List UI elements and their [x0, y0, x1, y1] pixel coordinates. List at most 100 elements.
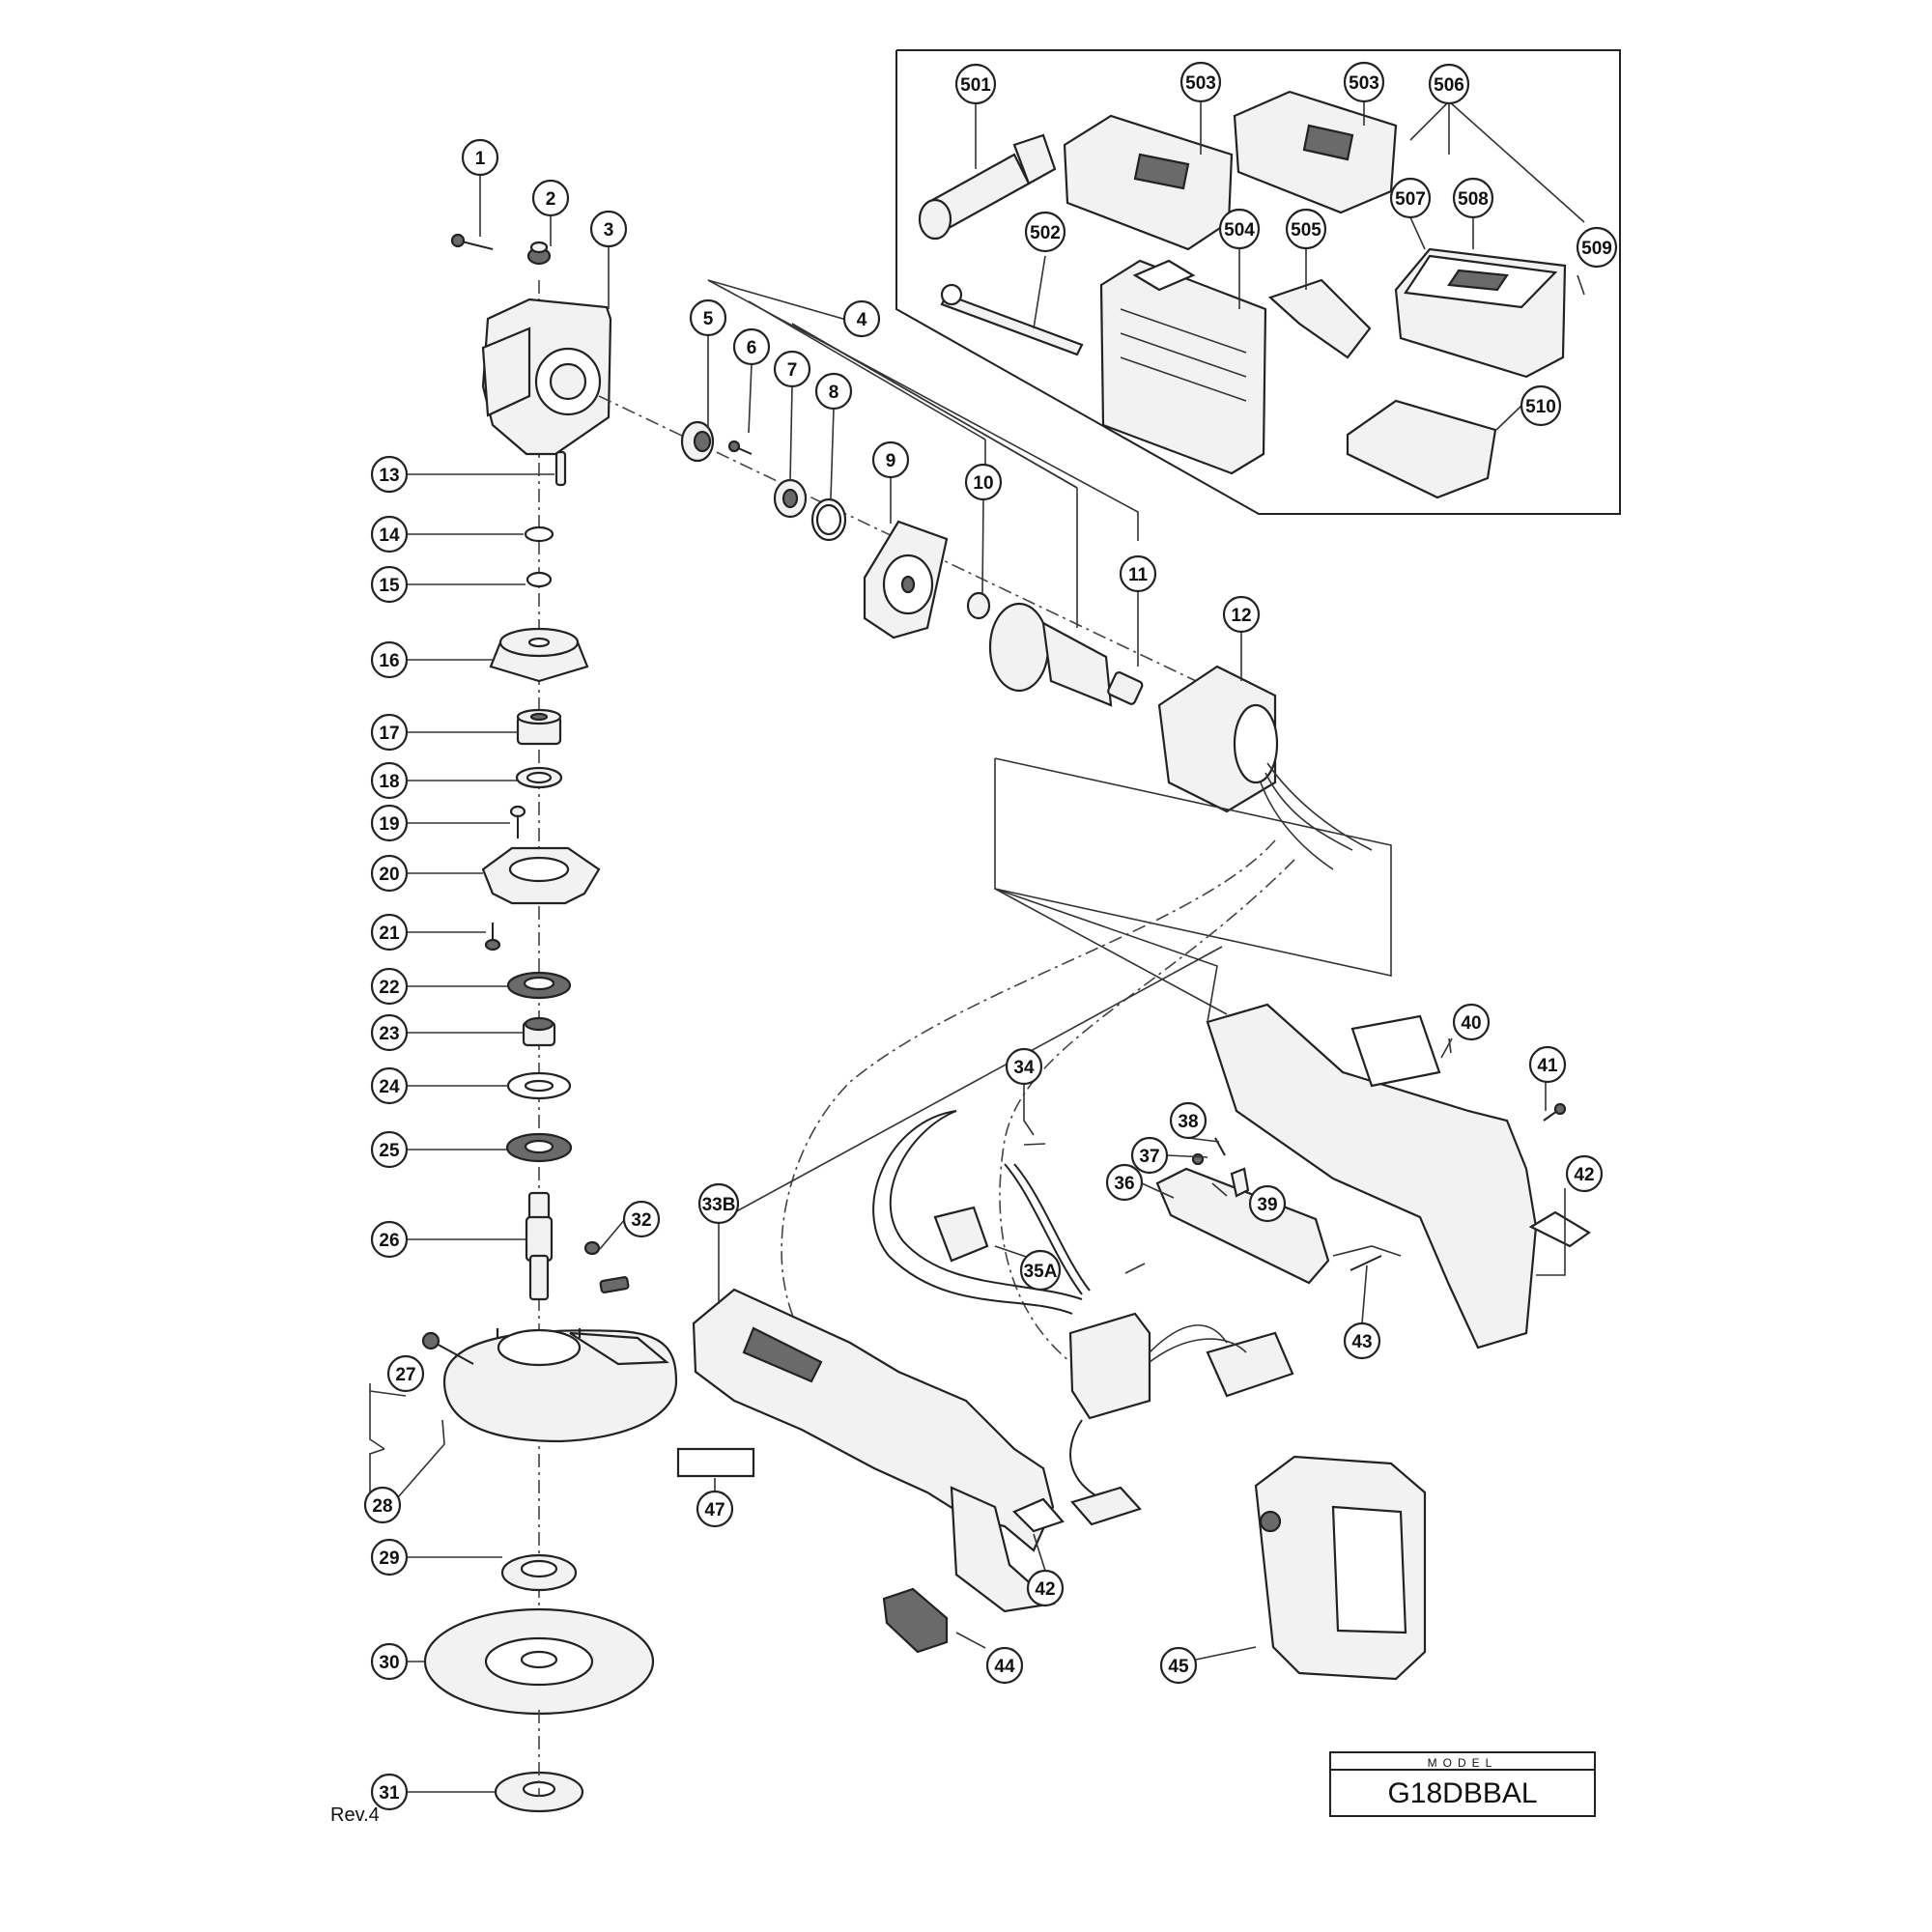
svg-text:19: 19	[379, 814, 399, 835]
svg-text:506: 506	[1434, 75, 1464, 96]
callout-504: 504	[1218, 208, 1261, 250]
callout-18: 18	[370, 761, 409, 800]
callout-41: 41	[1528, 1045, 1567, 1084]
svg-text:27: 27	[395, 1365, 415, 1385]
svg-text:507: 507	[1395, 189, 1426, 210]
svg-text:510: 510	[1525, 397, 1556, 417]
callout-40: 40	[1452, 1003, 1491, 1041]
screw-19-illustration	[509, 805, 526, 838]
svg-text:41: 41	[1537, 1056, 1558, 1076]
wiring-dashed-curves	[781, 839, 1295, 1392]
callout-6: 6	[732, 327, 771, 366]
callout-38: 38	[1169, 1101, 1208, 1140]
wheel-guard-illustration	[442, 1276, 678, 1443]
callout-4: 4	[842, 299, 881, 338]
accessories-frame	[895, 49, 1621, 515]
callout-21: 21	[370, 913, 409, 952]
motor-box-outline	[994, 757, 1392, 977]
svg-text:42: 42	[1035, 1579, 1055, 1600]
callout-7: 7	[773, 350, 811, 388]
svg-text:47: 47	[704, 1500, 724, 1520]
svg-text:8: 8	[829, 383, 839, 403]
callout-33b: 33B	[697, 1182, 740, 1225]
label-42b-illustration	[1012, 1497, 1065, 1533]
tool-box-506-illustration	[1394, 247, 1567, 379]
callout-bubbles: 1 2 3 4 5 6 7 8 9 10 11 12 13 14 15 16 1…	[363, 61, 1618, 1811]
svg-text:23: 23	[379, 1024, 399, 1044]
stator-12-illustration	[1157, 665, 1373, 870]
svg-text:15: 15	[379, 576, 400, 596]
callout-31: 31	[370, 1773, 409, 1811]
washer-25-illustration	[505, 1132, 573, 1163]
svg-text:37: 37	[1139, 1147, 1159, 1167]
svg-text:24: 24	[379, 1077, 400, 1097]
key-32-illustration	[583, 1240, 601, 1256]
callout-508: 508	[1452, 177, 1494, 219]
bevel-gear-16-illustration	[489, 627, 589, 683]
model-box: MODEL G18DBBAL	[1329, 1751, 1596, 1817]
svg-text:11: 11	[1128, 565, 1149, 585]
callout-2: 2	[531, 179, 570, 217]
callout-36: 36	[1105, 1163, 1144, 1202]
side-handle-501-illustration	[918, 101, 1057, 241]
svg-text:32: 32	[631, 1210, 651, 1231]
callout-20: 20	[370, 854, 409, 893]
svg-text:39: 39	[1257, 1195, 1277, 1215]
svg-text:501: 501	[960, 75, 991, 96]
callout-45: 45	[1159, 1646, 1198, 1685]
callout-32: 32	[622, 1200, 661, 1238]
svg-text:508: 508	[1458, 189, 1489, 210]
callout-502: 502	[1024, 211, 1066, 253]
callout-10: 10	[964, 463, 1003, 501]
svg-text:25: 25	[379, 1141, 400, 1161]
callout-8: 8	[814, 372, 853, 411]
callout-507: 507	[1389, 177, 1432, 219]
svg-text:2: 2	[546, 189, 556, 210]
wiring-harness-illustration	[872, 1110, 1294, 1526]
ring-22-illustration	[506, 971, 572, 1000]
callout-24: 24	[370, 1066, 409, 1105]
callout-503b: 503	[1343, 61, 1385, 103]
svg-text:34: 34	[1013, 1058, 1035, 1078]
spindle-26-illustration	[525, 1191, 554, 1301]
svg-text:17: 17	[379, 724, 399, 744]
carrying-case-504-illustration	[1099, 246, 1267, 475]
model-name: G18DBBAL	[1387, 1777, 1537, 1809]
switch-lever-44-illustration	[882, 1587, 949, 1654]
svg-text:35A: 35A	[1024, 1262, 1058, 1282]
revision-label: Rev.4	[330, 1804, 380, 1826]
callout-34: 34	[1005, 1047, 1043, 1086]
callout-19: 19	[370, 804, 409, 842]
callout-9: 9	[871, 440, 910, 479]
callout-26: 26	[370, 1220, 409, 1259]
svg-text:38: 38	[1178, 1112, 1198, 1132]
svg-text:9: 9	[886, 451, 896, 471]
plug-2-illustration	[526, 241, 552, 266]
charger-503b-illustration	[1233, 90, 1398, 214]
callout-30: 30	[370, 1642, 409, 1681]
svg-text:502: 502	[1030, 223, 1061, 243]
callout-44: 44	[985, 1646, 1024, 1685]
leader-lines-left	[369, 175, 626, 1793]
svg-text:33B: 33B	[702, 1195, 736, 1215]
svg-text:36: 36	[1114, 1174, 1134, 1194]
callout-3: 3	[589, 210, 628, 248]
svg-text:4: 4	[857, 310, 867, 330]
screw-6-illustration	[727, 440, 753, 455]
bearing-7-illustration	[773, 478, 808, 519]
svg-text:28: 28	[372, 1496, 392, 1517]
svg-text:1: 1	[475, 149, 486, 169]
callout-43: 43	[1343, 1321, 1381, 1360]
callout-510: 510	[1520, 384, 1562, 427]
bearing-23-illustration	[522, 1016, 556, 1047]
svg-text:13: 13	[379, 466, 399, 486]
svg-text:12: 12	[1231, 606, 1251, 626]
svg-text:5: 5	[703, 309, 714, 329]
svg-text:509: 509	[1581, 239, 1612, 259]
wheel-nut-29-illustration	[500, 1553, 578, 1592]
svg-text:45: 45	[1168, 1657, 1189, 1677]
model-label: MODEL	[1428, 1756, 1498, 1770]
callout-509: 509	[1576, 226, 1618, 269]
callout-501: 501	[954, 63, 997, 105]
